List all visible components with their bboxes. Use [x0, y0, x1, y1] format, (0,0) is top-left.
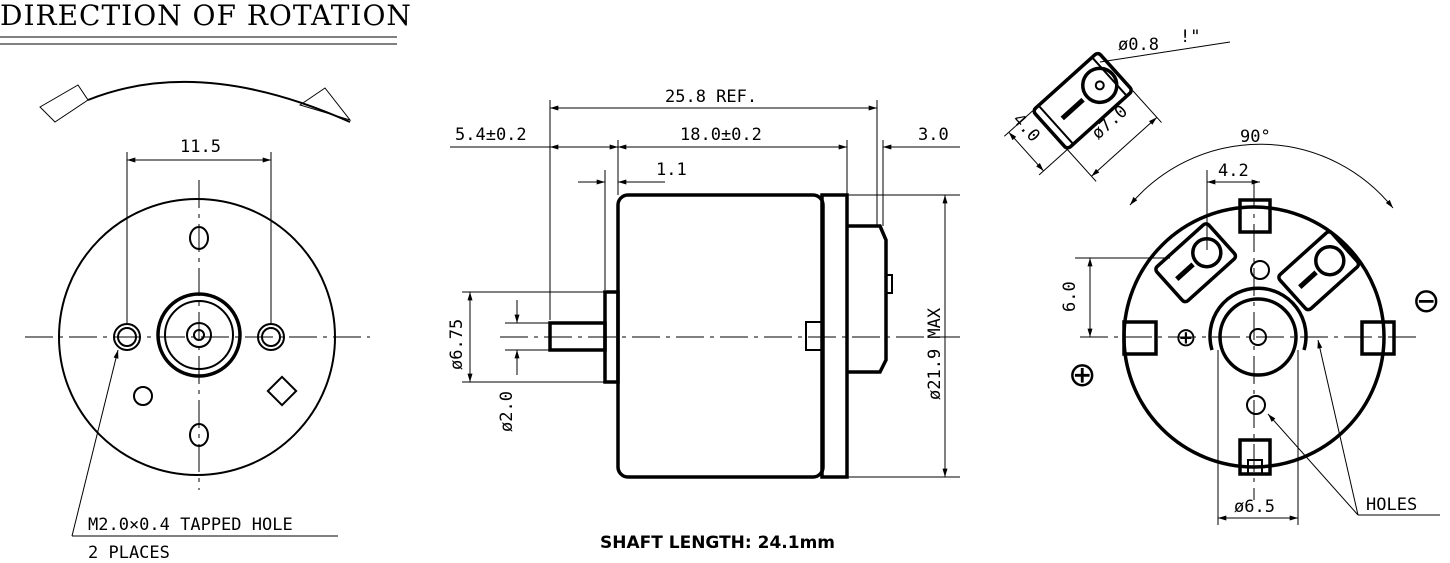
tapped-hole-places: 2 PLACES	[88, 543, 170, 563]
bottom-tab	[1238, 438, 1272, 476]
dim-flange-thickness: 1.1	[656, 160, 687, 180]
title-block: DIRECTION OF ROTATION	[0, 0, 412, 45]
right-tab	[1360, 320, 1396, 356]
terminal-block	[847, 224, 888, 374]
hole-bottom	[1246, 395, 1266, 415]
side-view: ø21.9 MAX 25.8 REF. 5.4±0.2 18.0±0.2 3.0…	[447, 87, 960, 553]
left-tab	[1122, 320, 1158, 356]
dim-hole-spacing: 11.5	[180, 137, 221, 157]
dim-overall-length: 25.8 REF.	[665, 87, 757, 107]
leader-hole	[1099, 41, 1231, 63]
terminal-detail	[1003, 51, 1162, 182]
dim-height: 6.0	[1060, 281, 1080, 312]
dim-terminal-length: 3.0	[918, 125, 949, 145]
rear-view: 90° 4.2 6.0 ø6.5 HOLES	[1060, 127, 1441, 525]
dim-body-length: 18.0±0.2	[680, 125, 762, 145]
terminal-right	[1277, 230, 1361, 312]
dim-terminal-hole: ø0.8	[1118, 35, 1159, 55]
dim-terminal-length: ø7.0	[1088, 101, 1132, 143]
small-hole	[133, 386, 153, 406]
drawing-title: DIRECTION OF ROTATION	[0, 0, 412, 32]
terminal-mark: !"	[1180, 27, 1200, 47]
rotation-arrow-head	[298, 87, 352, 121]
minus-polarity-icon: ⊖	[1412, 281, 1441, 321]
vent-hole-top	[189, 226, 209, 250]
dim-shaft-length: 5.4±0.2	[455, 125, 527, 145]
front-view: 11.5 M2.0×0.4 TAPPED HOLE 2 PLACES	[25, 80, 370, 563]
bearing-housing	[1218, 297, 1298, 377]
brush-slot	[1208, 286, 1308, 351]
hole-top	[1250, 260, 1270, 280]
bearing-boss	[156, 292, 242, 378]
end-cap	[820, 193, 849, 479]
dim-bearing: ø6.5	[1234, 497, 1275, 517]
vent-hole-bottom	[189, 423, 209, 447]
square-key	[266, 375, 298, 407]
dim-body-diameter: ø21.9 MAX	[925, 307, 945, 400]
dim-boss-diameter: ø6.75	[447, 319, 467, 370]
dim-angle: 90°	[1240, 127, 1271, 147]
terminal-left	[1154, 222, 1238, 304]
dim-shaft-diameter: ø2.0	[497, 391, 517, 432]
dim-offset: 4.2	[1218, 161, 1249, 181]
rotation-arrow-tail	[39, 84, 89, 123]
rotation-arc	[87, 80, 351, 123]
holes-label: HOLES	[1366, 495, 1417, 515]
motor-body	[616, 193, 825, 479]
shaft-length-note: SHAFT LENGTH: 24.1mm	[600, 533, 835, 553]
tapped-hole-note: M2.0×0.4 TAPPED HOLE	[88, 515, 293, 535]
plus-terminal-icon: ⊕	[1175, 323, 1197, 353]
plus-polarity-icon: ⊕	[1068, 355, 1097, 395]
top-tab	[1238, 198, 1272, 234]
